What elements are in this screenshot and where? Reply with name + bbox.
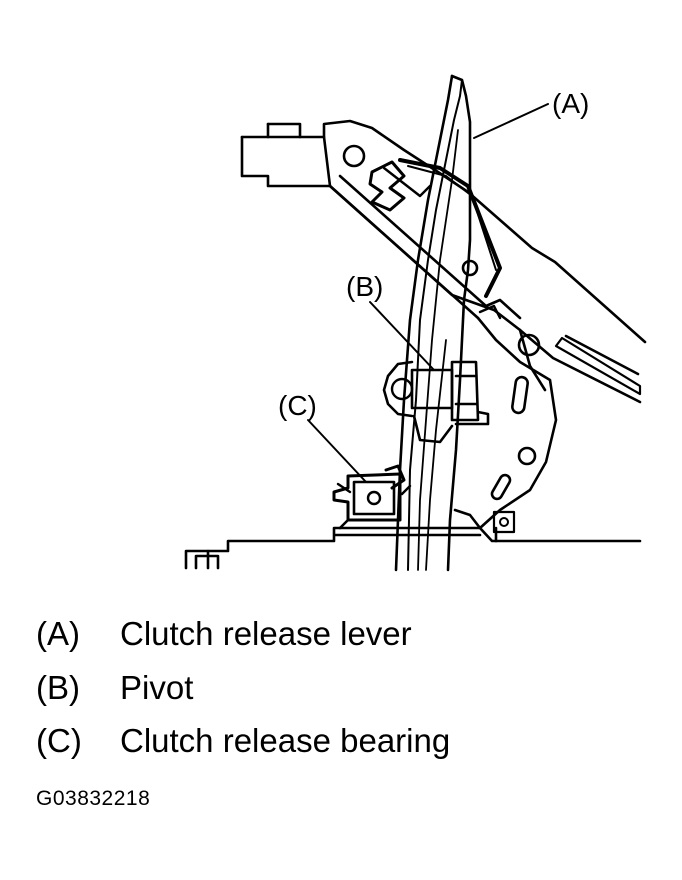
legend-key: (B) [36, 669, 80, 706]
legend-item: (A) Clutch release lever [0, 614, 682, 654]
callout-leaders [307, 103, 549, 483]
clutch-assembly-diagram [184, 74, 647, 572]
callout-label-a: (A) [552, 88, 590, 119]
legend-key: (A) [36, 615, 80, 652]
callout-label-c: (C) [278, 390, 317, 421]
legend-key: (C) [36, 722, 82, 759]
callout-label-b: (B) [346, 271, 384, 302]
legend-text: Clutch release bearing [120, 722, 451, 759]
pivot [382, 360, 490, 444]
figure-id: G03832218 [36, 787, 151, 810]
legend-item: (C) Clutch release bearing [0, 721, 682, 761]
clutch-release-lever [394, 74, 472, 572]
fork-bracket [240, 119, 647, 530]
legend-item: (B) Pivot [0, 668, 682, 708]
clutch-release-bearing [332, 464, 412, 530]
transmission-case [184, 510, 642, 570]
legend-text: Pivot [120, 669, 194, 706]
legend-text: Clutch release lever [120, 615, 412, 652]
retaining-spring [368, 158, 502, 320]
